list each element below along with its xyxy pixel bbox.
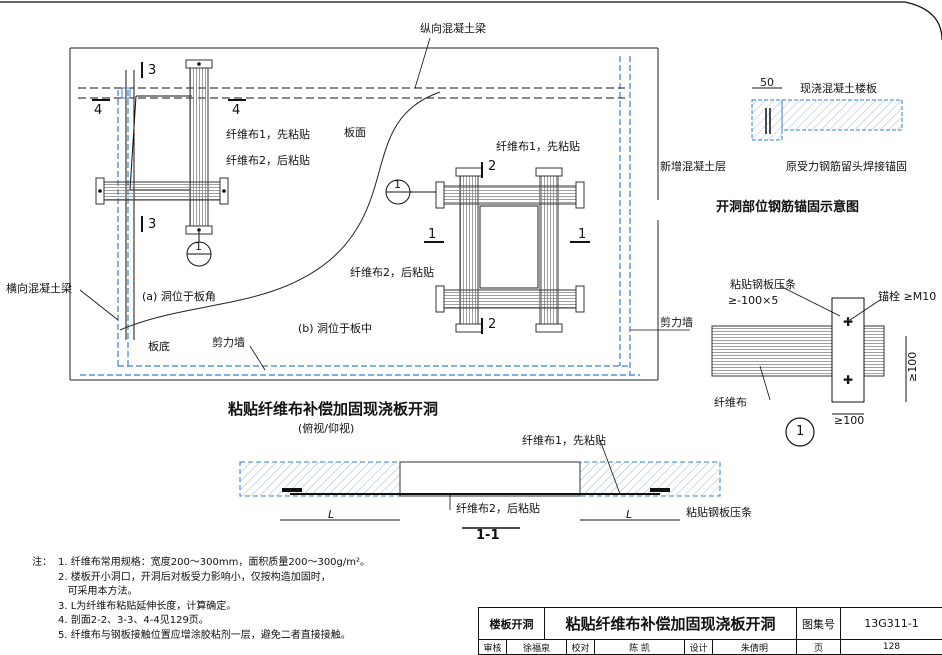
bubble-a-number: 1 [195,240,202,253]
label-steel-strip: 粘贴钢板压条 [730,278,796,291]
tb-cell: 陈 凯 [595,640,685,655]
label-slab-face: 板面 [344,126,366,139]
label-cfrp2-b: 纤维布2，后粘贴 [350,266,434,279]
section-title: 1-1 [476,528,500,543]
tb-cell: 朱倩明 [713,640,797,655]
label-slab-bottom: 板底 [148,340,170,353]
dim-100-vertical: ≥100 [906,351,919,382]
label-shear-wall-b: 剪力墙 [660,316,693,329]
tb-cell: 徐福泉 [507,640,567,655]
slab-outline [69,47,659,381]
cfrp-strips-middle [435,167,585,333]
label-cfrp1-b: 纤维布1，先粘贴 [496,140,580,153]
label-steel-strip-b: 粘贴钢板压条 [686,506,752,519]
note-line: 2. 楼板开小洞口，开洞后对板受力影响小，仅按构造加固时， [58,571,331,583]
tb-category: 楼板开洞 [479,608,545,640]
tb-title: 粘贴纤维布补偿加固现浇板开洞 [545,608,797,640]
label-cfrp1-a: 纤维布1，先粘贴 [226,128,310,141]
dim-L2: L [626,508,633,521]
break-curve [119,91,441,331]
label-anchor-bolt: 锚栓 ≥M10 [878,290,937,303]
label-cast-slab: 现浇混凝土楼板 [800,82,877,95]
title-block: 楼板开洞 粘贴纤维布补偿加固现浇板开洞 图集号 13G311-1 审核 徐福泉 … [478,607,942,655]
detail-bubble-a [186,232,212,267]
anchor-detail-title: 开洞部位钢筋锚固示意图 [716,200,860,215]
tb-atlas-no: 13G311-1 [841,608,942,640]
label-cfrp2-a: 纤维布2，后粘贴 [226,154,310,167]
sec-mark-1-left: 1 [428,227,437,242]
anchor-detail [751,87,903,141]
note-line: 1. 纤维布常用规格：宽度200～300mm，面积质量200～300g/m²。 [58,557,371,568]
notes: 注： 1. 纤维布常用规格：宽度200～300mm，面积质量200～300g/m… [32,556,371,643]
label-long-beam: 纵向混凝土梁 [420,22,486,35]
sec-mark-3-bottom: 3 [148,217,157,232]
dim-L1: L [328,508,335,521]
sec-mark-2-top: 2 [488,159,497,174]
strip-detail: ✚ ✚ [711,297,907,447]
label-steel-strip-size: ≥-100×5 [728,294,779,307]
tb-cell: 页 [797,640,841,655]
dim-100-horizontal: ≥100 [834,414,865,427]
note-line: 4. 剖面2-2、3-3、4-4见129页。 [58,615,209,626]
detail-bubble-b [385,179,436,205]
sec-mark-4-left: 4 [94,103,103,118]
tb-cell: 128 [841,640,942,655]
notes-prefix: 注： [32,557,52,568]
sec-mark-3-top: 3 [148,63,157,78]
svg-text:✚: ✚ [843,373,853,387]
section-1-1 [239,461,721,529]
label-new-layer: 新增混凝土层 [660,160,726,173]
label-cfrp: 纤维布 [714,396,747,409]
sec-mark-4-right: 4 [232,103,241,118]
label-orig-rebar: 原受力钢筋留头焊接锚固 [786,160,907,173]
tb-cell: 校对 [567,640,595,655]
main-title: 粘贴纤维布补偿加固现浇板开洞 [228,400,439,418]
detail-number: 1 [796,424,805,439]
note-line: 3. L为纤维布粘贴延伸长度，计算确定。 [58,600,237,612]
tb-atlas-label: 图集号 [797,608,841,640]
long-beam-dashed [78,87,625,99]
label-trans-beam: 横向混凝土梁 [6,282,72,295]
label-case-b: (b) 洞位于板中 [298,322,373,335]
label-lap-50: 50 [760,76,774,89]
shear-wall-band [80,56,640,376]
leader-lines [79,37,881,510]
label-case-a: (a) 洞位于板角 [142,290,216,303]
label-cfrp2-c: 纤维布2，后粘贴 [456,502,540,515]
sec-mark-2-bottom: 2 [488,317,497,332]
bubble-b-number: 1 [394,178,401,191]
main-subtitle: (俯视/仰视) [298,422,355,435]
svg-text:✚: ✚ [843,315,853,329]
note-line: 可采用本方法。 [58,586,138,597]
sec-mark-1-right: 1 [578,227,587,242]
note-line: 5. 纤维布与钢板接触位置应增涂胶粘剂一层，避免二者直接接触。 [58,629,351,641]
tb-cell: 审核 [479,640,507,655]
label-cfrp1-c: 纤维布1，先粘贴 [522,434,606,447]
tb-cell: 设计 [685,640,713,655]
cfrp-strips-corner [95,59,229,235]
section-marks [92,62,590,334]
label-shear-wall-a: 剪力墙 [212,336,245,349]
